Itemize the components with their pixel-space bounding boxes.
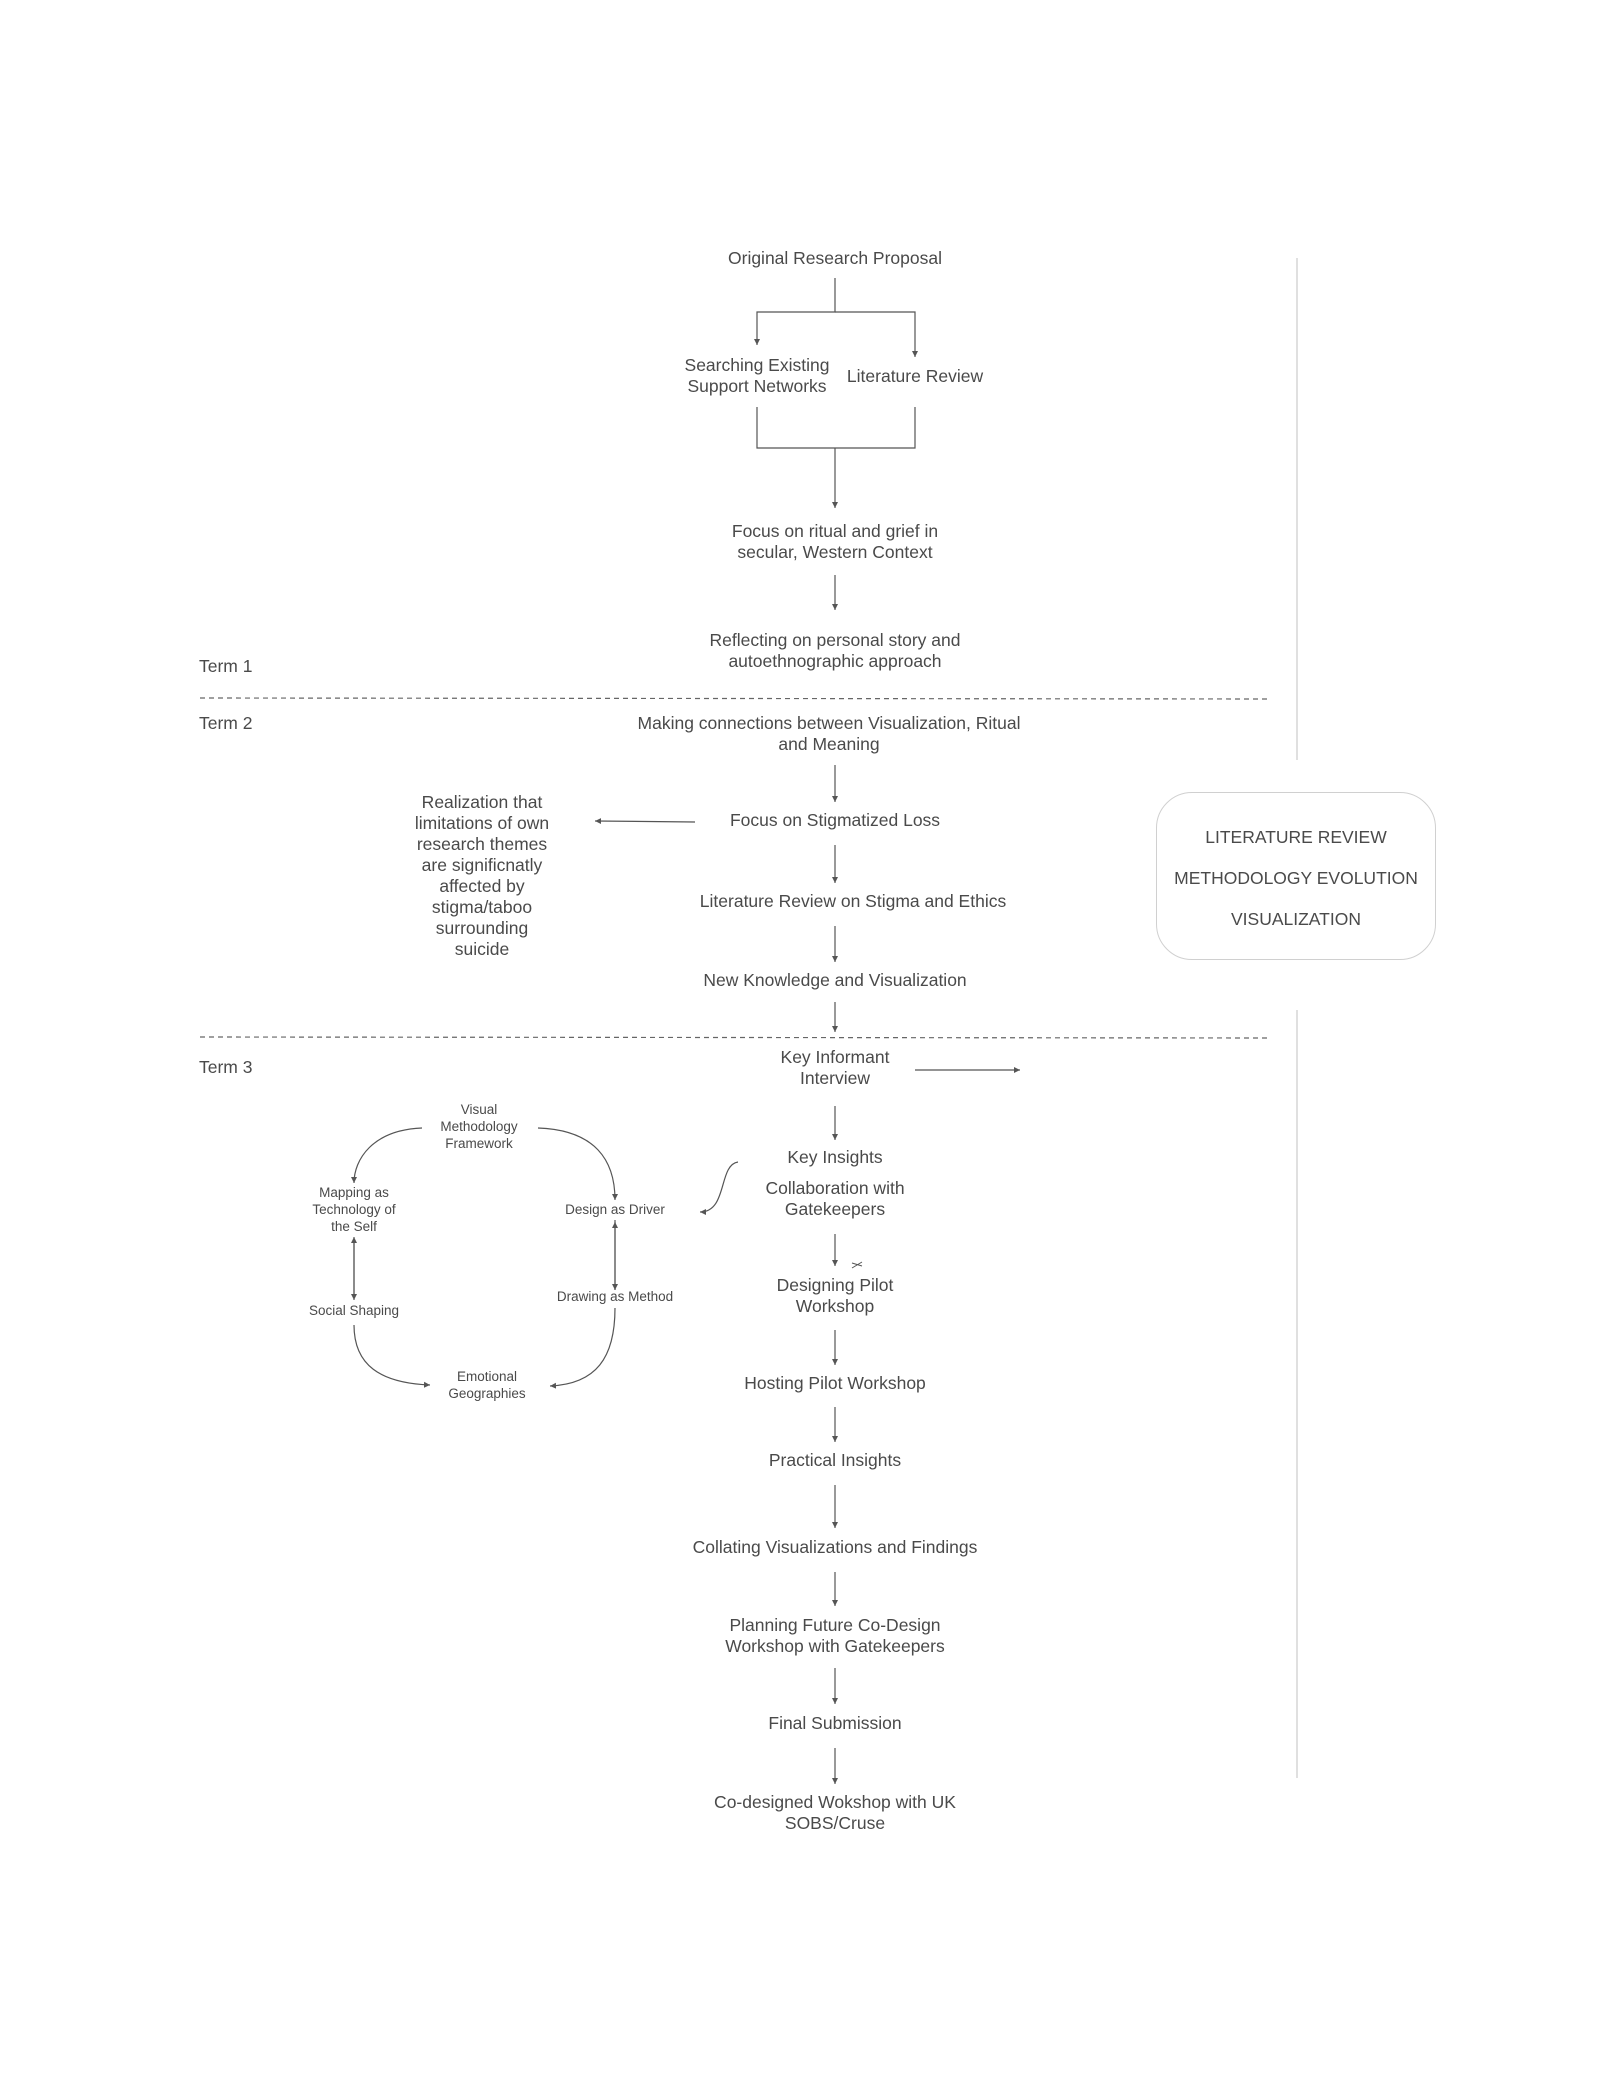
connector-merge	[756, 407, 916, 449]
legend-item-visualization: VISUALIZATION	[1231, 909, 1361, 929]
arrow-to-realization	[594, 818, 696, 825]
cycle-social-shaping: Social Shaping	[308, 1303, 400, 1318]
curve-to-design-driver	[699, 1161, 739, 1215]
node-reflecting: Reflecting on personal story and autoeth…	[709, 630, 961, 671]
cycle-arc-drawing-to-emotional	[549, 1307, 616, 1389]
term-1-label: Term 1	[199, 656, 253, 676]
node-practical-insights: Practical Insights	[768, 1450, 902, 1470]
node-codesigned-workshop: Co-designed Wokshop with UK SOBS/Cruse	[714, 1792, 956, 1833]
node-searching-networks: Searching Existing Support Networks	[684, 355, 830, 396]
connector-original-right	[835, 311, 918, 357]
node-literature-review: Literature Review	[846, 366, 984, 386]
cycle-arc-visual-to-design	[537, 1127, 618, 1201]
cycle-drawing-method: Drawing as Method	[556, 1289, 674, 1304]
node-collaboration: Collaboration with Gatekeepers	[765, 1178, 905, 1219]
cycle-arc-visual-to-mapping	[351, 1127, 423, 1184]
node-realization: Realization that limitations of own rese…	[414, 792, 550, 959]
term-divider-2	[199, 1036, 1269, 1039]
cycle-arc-social-to-emotional	[353, 1324, 431, 1388]
node-hosting-pilot: Hosting Pilot Workshop	[744, 1373, 926, 1393]
node-new-knowledge: New Knowledge and Visualization	[703, 970, 967, 990]
node-collating: Collating Visualizations and Findings	[692, 1537, 978, 1557]
term-2-label: Term 2	[199, 713, 253, 733]
node-stigmatized-loss: Focus on Stigmatized Loss	[729, 810, 941, 830]
node-planning-future: Planning Future Co-Design Workshop with …	[725, 1615, 945, 1656]
node-designing-pilot: Designing Pilot Workshop	[776, 1275, 894, 1316]
node-lit-review-stigma: Literature Review on Stigma and Ethics	[699, 891, 1007, 911]
node-key-informant: Key Informant Interview	[780, 1047, 890, 1088]
cycle-design-driver: Design as Driver	[565, 1202, 665, 1217]
node-making-connections: Making connections between Visualization…	[637, 713, 1021, 754]
cycle-mapping-technology: Mapping as Technology of the Self	[312, 1185, 396, 1234]
legend-item-literature-review: LITERATURE REVIEW	[1205, 827, 1387, 847]
term-divider-1	[199, 697, 1269, 700]
cycle-visual-methodology: Visual Methodology Framework	[440, 1102, 518, 1151]
node-original-proposal: Original Research Proposal	[728, 248, 942, 268]
legend-item-methodology-evolution: METHODOLOGY EVOLUTION	[1174, 868, 1418, 888]
cycle-emotional-geographies: Emotional Geographies	[448, 1369, 526, 1401]
node-final-submission: Final Submission	[768, 1713, 902, 1733]
legend-box: LITERATURE REVIEW METHODOLOGY EVOLUTION …	[1156, 792, 1436, 960]
term-3-label: Term 3	[199, 1057, 253, 1077]
node-key-insights: Key Insights	[787, 1147, 883, 1167]
connector-original-stem	[754, 278, 836, 345]
node-focus-ritual: Focus on ritual and grief in secular, We…	[731, 521, 939, 562]
small-mark	[851, 1261, 863, 1269]
